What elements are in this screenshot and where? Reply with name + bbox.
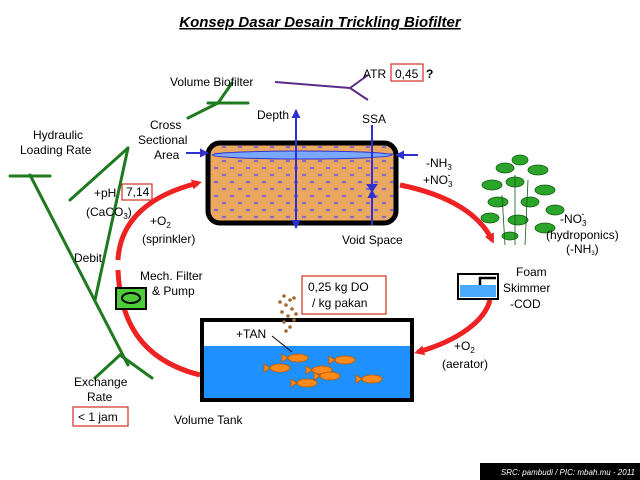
cross-section-label-2: Sectional	[138, 133, 187, 147]
ph-value-box	[121, 183, 153, 201]
circulation-loop	[115, 179, 495, 378]
fish-icon	[355, 374, 383, 384]
nh3-label: -NH3	[426, 156, 452, 172]
parameter-tree	[8, 81, 250, 380]
biofilter-body	[205, 140, 399, 226]
tan-label: +TAN	[236, 327, 266, 341]
biofilter-surface	[211, 150, 393, 160]
loop-arc-left-lower	[115, 269, 201, 378]
exchange-value-box	[72, 406, 129, 427]
atr-question: ?	[426, 67, 433, 81]
fish-icon	[305, 365, 333, 375]
tank-body	[200, 318, 414, 402]
atr-value: 0,45	[395, 67, 419, 81]
caco3-label: (CaCO3)	[86, 205, 132, 221]
feed-pellets-icon	[278, 294, 298, 333]
atr-label: ATR	[363, 67, 386, 81]
mech-filter-label-2: & Pump	[152, 284, 195, 298]
o2-aerator-label: +O2	[454, 339, 475, 355]
ph-value: 7,14	[126, 185, 150, 199]
no3-plus-label: +NO3-	[423, 170, 453, 189]
source-bar	[480, 463, 640, 480]
foam-skimmer-icon	[457, 273, 499, 300]
diagram-title: Konsep Dasar Desain Trickling Biofilter	[179, 14, 462, 31]
volume-tank-label: Volume Tank	[174, 413, 243, 427]
do-label-1: 0,25 kg DO	[308, 280, 369, 294]
loop-arc-right	[399, 182, 495, 244]
sprinkler-label: (sprinkler)	[142, 232, 195, 246]
atr-value-box	[390, 63, 424, 82]
o2-sprinkler-label: +O2	[150, 214, 171, 230]
fish-group	[263, 353, 383, 388]
aerator-label: (aerator)	[442, 357, 488, 371]
fish-icon	[263, 363, 291, 373]
hydraulic-label-1: Hydraulic	[33, 128, 83, 142]
void-space-label: Void Space	[342, 233, 403, 247]
source-label: SRC: pambudi / PIC: mbah.mu - 2011	[501, 468, 635, 477]
debit-label: Debit	[74, 251, 103, 265]
ph-label: +pH	[94, 186, 116, 200]
plant-icon	[480, 154, 565, 246]
fish-icon	[281, 353, 309, 363]
volume-biofilter-label: Volume Biofilter	[170, 75, 253, 89]
nh3-small-label: (-NH3)	[566, 242, 599, 257]
foam-label-2: Skimmer	[503, 281, 550, 295]
exchange-value: < 1 jam	[78, 410, 118, 424]
mech-filter-label-1: Mech. Filter	[140, 269, 203, 283]
depth-label: Depth	[257, 108, 289, 122]
cod-label: -COD	[510, 297, 541, 311]
loop-arc-right-lower	[414, 299, 493, 356]
biofilter	[205, 140, 399, 226]
mech-filter-icon	[115, 287, 147, 310]
fish-icon	[328, 355, 356, 365]
do-label-2: / kg pakan	[312, 296, 367, 310]
do-value-box	[301, 275, 387, 315]
atr-bracket	[274, 74, 369, 101]
cross-section-label-1: Cross	[150, 118, 181, 132]
tan-pointer	[271, 335, 293, 353]
exchange-label-1: Exchange	[74, 375, 128, 389]
fish-icon	[313, 371, 341, 381]
no3-minus-label: -NO3-	[560, 209, 587, 228]
loop-arc-left-upper	[115, 179, 202, 261]
foam-label-1: Foam	[516, 265, 547, 279]
ssa-label: SSA	[362, 112, 386, 126]
cross-section-label-3: Area	[154, 148, 180, 162]
exchange-label-2: Rate	[87, 390, 113, 404]
hydroponics-label: (hydroponics)	[546, 228, 619, 242]
fish-icon	[290, 378, 318, 388]
biofilter-arrows	[186, 109, 418, 229]
hydraulic-label-2: Loading Rate	[20, 143, 92, 157]
